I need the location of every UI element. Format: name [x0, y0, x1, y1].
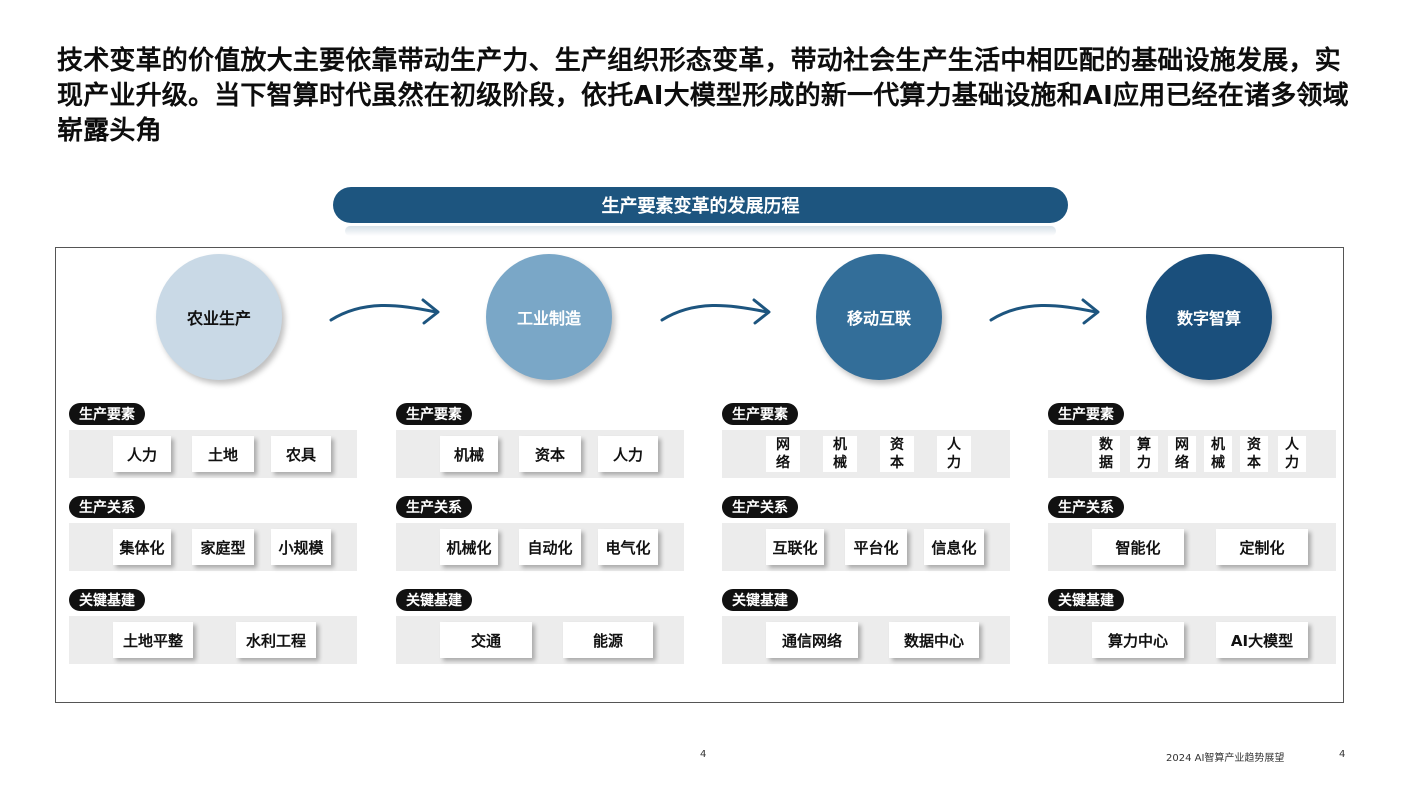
stage-circle: 数字智算: [1146, 254, 1272, 380]
element-chip: 机械: [1204, 436, 1232, 472]
chip-backdrop: [1168, 436, 1196, 472]
chip-backdrop: [766, 436, 800, 472]
section-label: 生产要素: [69, 403, 145, 425]
section-label: 关键基建: [722, 589, 798, 611]
element-chip: 人力: [598, 436, 658, 472]
element-chip: 数据: [1092, 436, 1120, 472]
element-chip: 网络: [766, 436, 800, 472]
element-chip: AI大模型: [1216, 622, 1308, 658]
element-chip: 土地平整: [113, 622, 193, 658]
element-chip: 算力中心: [1092, 622, 1184, 658]
chip-backdrop: [1278, 436, 1306, 472]
element-chip: 农具: [271, 436, 331, 472]
arrow-icon: [329, 298, 440, 325]
section-label: 生产关系: [722, 496, 798, 518]
element-chip: 机械化: [440, 529, 498, 565]
element-chip: 小规模: [271, 529, 331, 565]
stage-circle: 工业制造: [486, 254, 612, 380]
section-label: 关键基建: [1048, 589, 1124, 611]
headline: 技术变革的价值放大主要依靠带动生产力、生产组织形态变革，带动社会生产生活中相匹配…: [57, 46, 1349, 146]
section-label: 生产要素: [1048, 403, 1124, 425]
element-chip: 电气化: [598, 529, 658, 565]
element-chip: 人力: [113, 436, 171, 472]
chip-backdrop: [937, 436, 971, 472]
section-label: 生产关系: [1048, 496, 1124, 518]
element-chip: 平台化: [845, 529, 907, 565]
element-chip: 算力: [1130, 436, 1158, 472]
section-label: 关键基建: [69, 589, 145, 611]
element-chip: 能源: [563, 622, 653, 658]
element-chip: 人力: [1278, 436, 1306, 472]
banner-title: 生产要素变革的发展历程: [333, 187, 1068, 223]
element-chip: 定制化: [1216, 529, 1308, 565]
chip-backdrop: [823, 436, 857, 472]
element-chip: 网络: [1168, 436, 1196, 472]
section-label: 生产关系: [396, 496, 472, 518]
element-chip: 自动化: [519, 529, 581, 565]
element-chip: 机械: [823, 436, 857, 472]
stage-circle: 移动互联: [816, 254, 942, 380]
chip-backdrop: [880, 436, 914, 472]
element-chip: 水利工程: [236, 622, 316, 658]
element-chip: 人力: [937, 436, 971, 472]
element-chip: 土地: [192, 436, 254, 472]
arrow-icon: [989, 298, 1100, 325]
arrow-icon: [660, 298, 771, 325]
element-chip: 资本: [1240, 436, 1268, 472]
element-chip: 资本: [880, 436, 914, 472]
element-chip: 交通: [440, 622, 532, 658]
diagram-frame: [55, 247, 1344, 703]
element-chip: 智能化: [1092, 529, 1184, 565]
element-chip: 信息化: [924, 529, 984, 565]
footer-doc-title: 2024 AI智算产业趋势展望: [1166, 753, 1285, 764]
element-chip: 集体化: [113, 529, 171, 565]
element-chip: 资本: [519, 436, 581, 472]
section-label: 生产要素: [722, 403, 798, 425]
element-chip: 通信网络: [766, 622, 858, 658]
element-chip: 互联化: [766, 529, 824, 565]
stage-circle: 农业生产: [156, 254, 282, 380]
section-label: 生产关系: [69, 496, 145, 518]
chip-backdrop: [1092, 436, 1120, 472]
chip-backdrop: [1130, 436, 1158, 472]
section-label: 生产要素: [396, 403, 472, 425]
element-chip: 数据中心: [889, 622, 979, 658]
chip-backdrop: [1204, 436, 1232, 472]
chip-backdrop: [1240, 436, 1268, 472]
footer-right-page: 4: [1339, 749, 1346, 760]
banner-shadow: [345, 226, 1056, 236]
element-chip: 家庭型: [192, 529, 254, 565]
section-label: 关键基建: [396, 589, 472, 611]
element-chip: 机械: [440, 436, 498, 472]
footer-center-page: 4: [700, 749, 707, 760]
